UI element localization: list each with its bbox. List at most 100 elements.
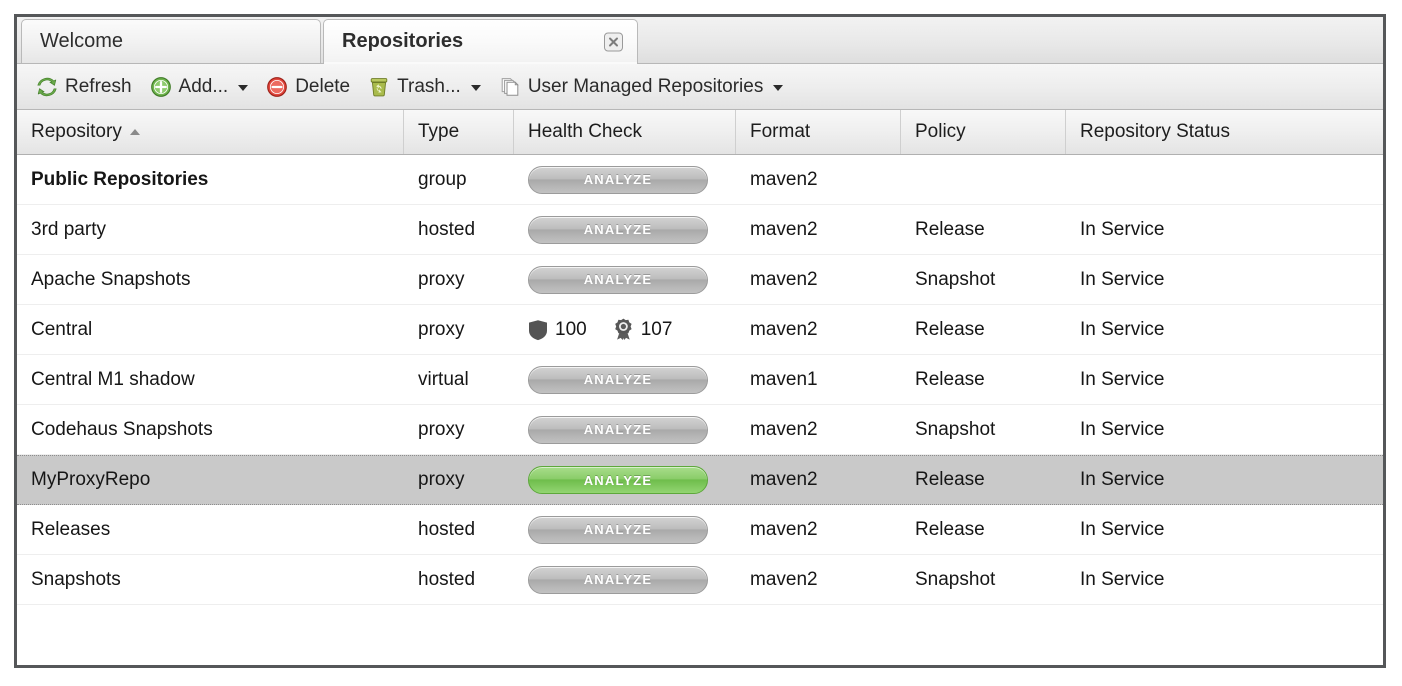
- cell-policy: Release: [915, 318, 985, 340]
- add-button[interactable]: Add...: [143, 73, 256, 101]
- analyze-button[interactable]: ANALYZE: [528, 165, 708, 194]
- cell-repository-status: In Service: [1080, 568, 1165, 590]
- cell-health-check: ANALYZE: [514, 155, 736, 204]
- cell-type: proxy: [418, 418, 465, 440]
- cell-repository: Codehaus Snapshots: [31, 418, 213, 440]
- column-header-health-check[interactable]: Health Check: [514, 110, 736, 154]
- health-metrics: 100 107: [528, 318, 672, 341]
- toolbar: Refresh Add... Delete: [17, 64, 1383, 110]
- refresh-icon: [36, 76, 58, 98]
- add-label: Add...: [178, 75, 229, 97]
- refresh-button[interactable]: Refresh: [29, 73, 139, 101]
- delete-button[interactable]: Delete: [259, 73, 357, 101]
- cell-repository-status: In Service: [1080, 418, 1165, 440]
- analyze-button[interactable]: ANALYZE: [528, 515, 708, 544]
- close-icon[interactable]: [604, 32, 623, 51]
- cell-repository-status: In Service: [1080, 268, 1165, 290]
- repositories-table: Repository Type Health Check Format Poli…: [17, 110, 1383, 605]
- cell-repository: 3rd party: [31, 218, 106, 240]
- cell-repository-status: In Service: [1080, 368, 1165, 390]
- trash-button[interactable]: Trash...: [361, 73, 488, 101]
- award-medal-icon: [613, 318, 634, 341]
- tab-label: Welcome: [40, 30, 123, 52]
- cell-health-check: ANALYZE: [514, 255, 736, 304]
- column-header-label: Type: [418, 121, 460, 142]
- cell-format: maven2: [750, 268, 818, 290]
- application-window: Welcome Repositories Refresh: [14, 14, 1386, 668]
- column-header-label: Format: [750, 121, 811, 142]
- license-violations-metric[interactable]: 107: [613, 318, 673, 341]
- cell-format: maven2: [750, 469, 818, 490]
- user-managed-repositories-button[interactable]: User Managed Repositories: [492, 73, 791, 101]
- cell-type: hosted: [418, 218, 476, 240]
- cell-repository: Snapshots: [31, 568, 121, 590]
- cell-health-check: 100 107: [514, 305, 736, 354]
- tab-repositories[interactable]: Repositories: [323, 19, 638, 64]
- column-header-repository-status[interactable]: Repository Status: [1066, 110, 1383, 154]
- cell-format: maven2: [750, 518, 818, 540]
- column-header-policy[interactable]: Policy: [901, 110, 1066, 154]
- analyze-button[interactable]: ANALYZE: [528, 215, 708, 244]
- analyze-button[interactable]: ANALYZE: [528, 265, 708, 294]
- trash-label: Trash...: [397, 75, 461, 97]
- tab-bar: Welcome Repositories: [17, 17, 1383, 64]
- analyze-button[interactable]: ANALYZE: [528, 565, 708, 594]
- add-circle-icon: [150, 76, 172, 98]
- cell-type: proxy: [418, 268, 465, 290]
- sort-ascending-icon: [129, 129, 140, 135]
- tab-welcome[interactable]: Welcome: [21, 19, 321, 63]
- license-violations-value: 107: [640, 318, 673, 340]
- cell-policy: Snapshot: [915, 268, 996, 290]
- cell-type: proxy: [418, 469, 465, 490]
- cell-policy: Snapshot: [915, 568, 996, 590]
- security-violations-value: 100: [555, 318, 587, 340]
- column-header-type[interactable]: Type: [404, 110, 514, 154]
- chevron-down-icon[interactable]: [773, 85, 784, 91]
- cell-repository: Central M1 shadow: [31, 368, 195, 390]
- cell-format: maven2: [750, 318, 818, 340]
- cell-type: virtual: [418, 368, 469, 390]
- trash-bin-icon: [368, 76, 390, 98]
- cell-type: hosted: [418, 518, 476, 540]
- column-header-repository[interactable]: Repository: [17, 110, 404, 154]
- cell-repository: Apache Snapshots: [31, 268, 191, 290]
- column-header-label: Policy: [915, 121, 966, 142]
- cell-repository-status: In Service: [1080, 518, 1165, 540]
- table-row[interactable]: MyProxyRepo proxy ANALYZE maven2 Release In S…: [17, 455, 1383, 505]
- table-header-row: Repository Type Health Check Format Poli…: [17, 110, 1383, 155]
- analyze-button[interactable]: ANALYZE: [528, 415, 708, 444]
- cell-format: maven2: [750, 218, 818, 240]
- analyze-button[interactable]: ANALYZE: [528, 466, 708, 494]
- chevron-down-icon[interactable]: [470, 85, 481, 91]
- cell-health-check: ANALYZE: [514, 355, 736, 404]
- delete-label: Delete: [295, 75, 351, 97]
- table-row[interactable]: Apache Snapshots proxy ANALYZE maven2 Snapsh…: [17, 255, 1383, 305]
- table-row[interactable]: Releases hosted ANALYZE maven2 Release In Ser…: [17, 505, 1383, 555]
- table-row[interactable]: 3rd party hosted ANALYZE maven2 Release In Se…: [17, 205, 1383, 255]
- user-managed-repositories-label: User Managed Repositories: [527, 75, 764, 97]
- cell-format: maven1: [750, 368, 818, 390]
- cell-policy: Release: [915, 469, 985, 490]
- column-header-label: Health Check: [528, 121, 643, 142]
- cell-repository: Releases: [31, 518, 111, 540]
- cell-repository: Central: [31, 318, 93, 340]
- cell-policy: Release: [915, 518, 985, 540]
- cell-repository-status: In Service: [1080, 469, 1165, 490]
- cell-type: group: [418, 168, 467, 190]
- cell-repository-status: In Service: [1080, 218, 1165, 240]
- column-header-format[interactable]: Format: [736, 110, 901, 154]
- tab-label: Repositories: [342, 30, 464, 52]
- chevron-down-icon[interactable]: [238, 85, 249, 91]
- cell-repository: MyProxyRepo: [31, 469, 151, 490]
- security-violations-metric[interactable]: 100: [528, 319, 587, 341]
- cell-type: hosted: [418, 568, 476, 590]
- cell-policy: [901, 155, 1066, 204]
- analyze-button[interactable]: ANALYZE: [528, 365, 708, 394]
- cell-policy: Release: [915, 218, 985, 240]
